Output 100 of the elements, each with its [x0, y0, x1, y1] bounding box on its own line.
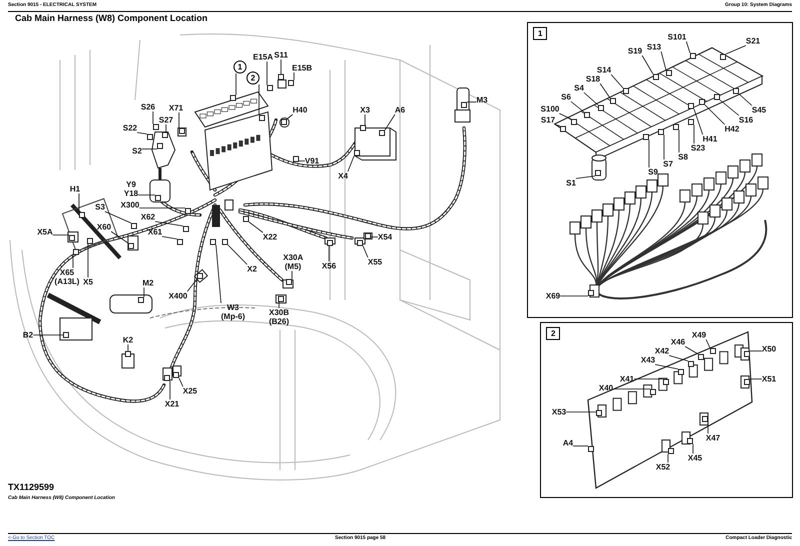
leader-line	[370, 236, 378, 238]
component-part	[278, 296, 284, 302]
component-part	[690, 53, 696, 59]
component-part	[668, 448, 674, 454]
callout-label: X56	[322, 262, 336, 270]
component-part	[288, 80, 294, 86]
callout-label: S45	[752, 106, 766, 114]
component-part	[560, 126, 566, 132]
callout-label: S18	[586, 74, 600, 84]
leader-line	[298, 160, 306, 162]
leader-line	[584, 92, 598, 106]
callout-label: H40	[292, 106, 308, 114]
component-part	[177, 239, 183, 245]
leader-line	[738, 94, 752, 106]
component-part	[365, 233, 371, 239]
callout-label: S26	[140, 102, 156, 112]
callout-label: X46	[670, 338, 686, 346]
component-part	[281, 119, 287, 125]
callout-label: X55	[368, 258, 382, 266]
component-part	[63, 332, 69, 338]
callout-label: S3	[95, 202, 105, 212]
component-part	[584, 112, 590, 118]
leader-line	[750, 378, 762, 380]
callout-label: X60	[96, 222, 112, 232]
callout-label: H41	[702, 134, 718, 144]
callout-label: V91	[304, 156, 320, 166]
callout-label: X52	[656, 462, 670, 472]
component-part	[650, 389, 656, 395]
callout-label: B2	[22, 330, 34, 340]
component-part	[131, 223, 137, 229]
component-part	[673, 124, 679, 130]
component-part	[360, 125, 366, 131]
component-part	[79, 212, 85, 218]
leader-line	[654, 364, 678, 370]
component-part	[147, 134, 153, 140]
component-part	[643, 134, 649, 140]
callout-label: X21	[164, 400, 180, 408]
callout-label: S1	[566, 178, 576, 188]
component-part	[210, 239, 216, 245]
component-part	[128, 243, 134, 249]
callout-label: S6	[561, 92, 571, 102]
component-part	[610, 98, 616, 104]
callout-label: S16	[738, 116, 754, 124]
callout-label: S9	[648, 168, 658, 176]
leader-line	[216, 244, 222, 304]
callout-label: W3 (Mp-6)	[221, 303, 245, 321]
component-part	[327, 240, 333, 246]
component-part	[69, 235, 75, 241]
callout-label: S4	[574, 84, 584, 92]
component-part	[354, 150, 360, 156]
callout-label: X4	[338, 172, 348, 180]
callout-label: A4	[562, 438, 574, 448]
component-part	[744, 379, 750, 385]
component-part	[714, 94, 720, 100]
component-part	[598, 105, 604, 111]
callout-label: X69	[546, 292, 560, 300]
callout-label: X61	[148, 228, 162, 236]
callout-label: M2	[142, 278, 154, 288]
leader-line	[642, 55, 654, 74]
callout-label: S23	[690, 144, 706, 152]
component-part	[571, 119, 577, 125]
component-part	[744, 351, 750, 357]
leader-line	[138, 194, 156, 196]
component-part	[688, 103, 694, 109]
callout-label: X43	[640, 356, 656, 364]
component-part	[162, 132, 168, 138]
component-part	[702, 416, 708, 422]
leader-line	[154, 221, 184, 226]
callout-label: X3	[360, 106, 370, 114]
leader-line	[364, 114, 366, 126]
leader-line	[280, 59, 282, 74]
detail-panel	[540, 322, 793, 498]
component-part	[699, 99, 705, 105]
leader-line	[362, 246, 368, 258]
leader-line	[600, 83, 610, 98]
callout-label: S2	[132, 146, 142, 156]
callout-label: A6	[394, 106, 406, 114]
callout-label: S19	[628, 46, 642, 56]
component-part	[379, 130, 385, 136]
callout-label: X5	[83, 278, 93, 286]
component-part	[653, 74, 659, 80]
leader-line	[706, 339, 710, 348]
leader-line	[678, 130, 680, 153]
panel-number: 1	[533, 27, 548, 40]
callout-label: X65 (A13L)	[54, 268, 80, 286]
callout-label: M3	[476, 96, 488, 104]
leader-line	[178, 112, 180, 128]
leader-line	[576, 176, 596, 179]
leader-line	[704, 104, 726, 125]
component-part	[461, 102, 467, 108]
leader-line	[228, 244, 248, 265]
panel-number: 2	[546, 327, 560, 340]
component-part	[710, 348, 716, 354]
component-part	[173, 372, 179, 378]
component-part	[666, 70, 672, 76]
component-part	[588, 446, 594, 452]
leader-line	[570, 101, 584, 112]
leader-line	[348, 156, 354, 172]
component-part	[183, 226, 189, 232]
component-part	[623, 88, 629, 94]
